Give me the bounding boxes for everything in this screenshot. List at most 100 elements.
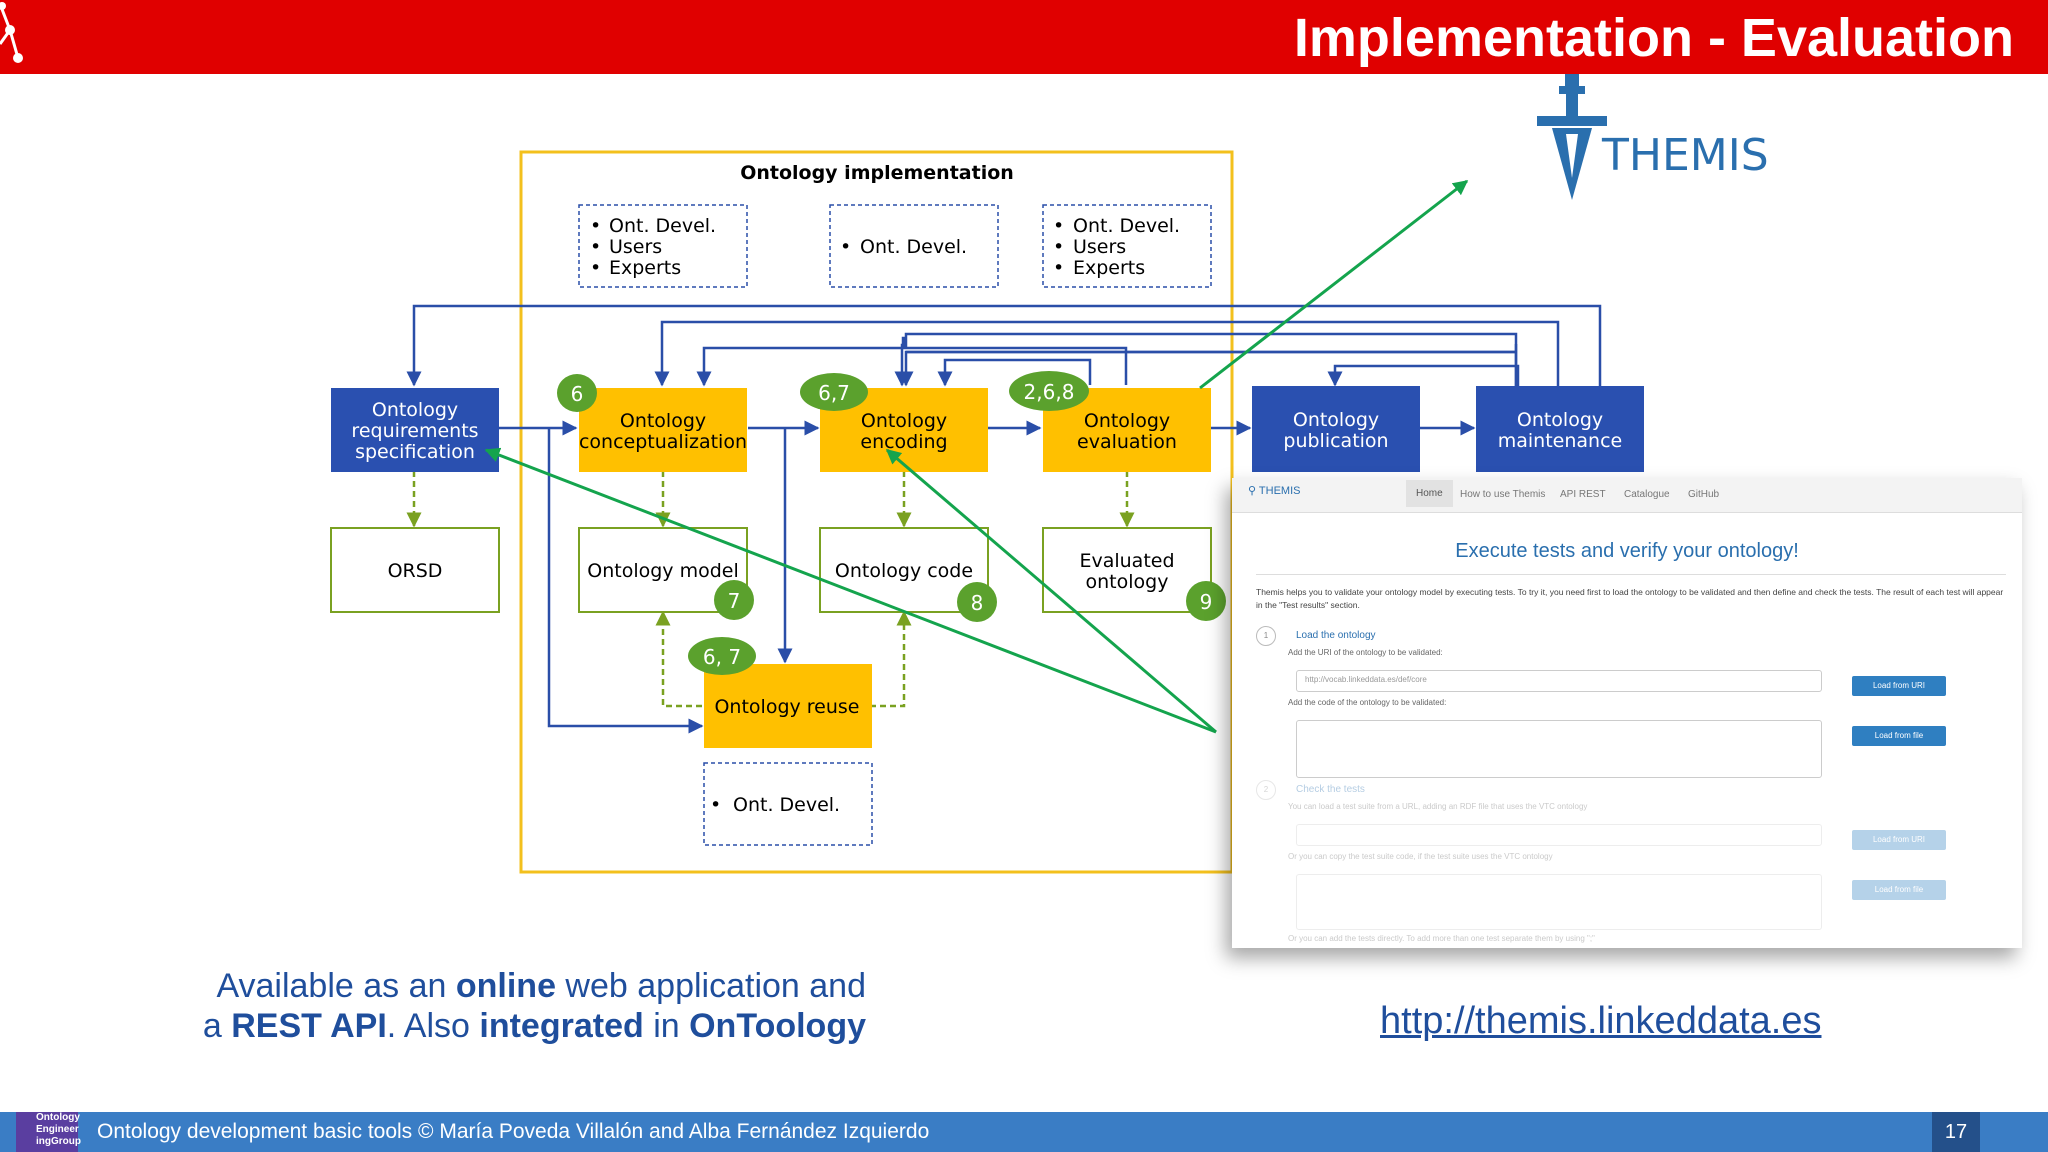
svg-text:•: • xyxy=(590,257,601,279)
screenshot-intro: Themis helps you to validate your ontolo… xyxy=(1256,587,2004,610)
actor-item: Experts xyxy=(1073,257,1145,279)
process-label: Ontology xyxy=(1293,409,1379,431)
screenshot-nav-home[interactable]: Home xyxy=(1406,480,1453,507)
screenshot-logo: ⚲ THEMIS xyxy=(1248,485,1301,497)
text-fragment: Available as an xyxy=(216,967,456,1005)
svg-text:•: • xyxy=(840,236,851,258)
screenshot-logo-text: THEMIS xyxy=(1258,485,1301,497)
process-label: evaluation xyxy=(1077,431,1177,453)
badge-label: 6, 7 xyxy=(703,645,741,669)
process-label: Ontology xyxy=(372,399,458,421)
screenshot-nav-github[interactable]: GitHub xyxy=(1688,489,1720,500)
actor-box-1 xyxy=(578,204,748,288)
product-orsd: ORSD xyxy=(330,527,500,613)
process-publication: Ontology publication xyxy=(1252,386,1420,472)
themis-url-link[interactable]: http://themis.linkeddata.es xyxy=(1380,1000,1822,1042)
badge-label: 6 xyxy=(571,382,584,406)
badge-label: 9 xyxy=(1200,590,1213,614)
process-label: publication xyxy=(1283,430,1388,452)
tests-load-from-uri-button[interactable]: Load from URI xyxy=(1852,830,1946,850)
badge-code xyxy=(957,582,997,622)
screenshot-nav-how-to[interactable]: How to use Themis xyxy=(1460,489,1546,500)
badge-evaluated xyxy=(1186,581,1226,621)
actor-item: Experts xyxy=(609,257,681,279)
process-label: Ontology xyxy=(1517,409,1603,431)
svg-text:•: • xyxy=(590,236,601,258)
themis-logo-text: THEMIS xyxy=(1601,130,1769,181)
process-label: encoding xyxy=(860,431,947,453)
badge-encoding xyxy=(800,373,868,411)
step1-circle: 1 xyxy=(1256,626,1276,646)
actor-list-3: •Ont. Devel. •Users •Experts xyxy=(1053,215,1180,279)
themis-pointer-arrows xyxy=(484,179,1469,734)
container-title: Ontology implementation xyxy=(740,162,1014,184)
ontology-code-textarea[interactable] xyxy=(1296,720,1822,778)
process-label: Ontology xyxy=(1084,410,1170,432)
actor-item: Ont. Devel. xyxy=(860,236,967,258)
themis-logo: THEMIS xyxy=(1537,74,1769,200)
svg-text:•: • xyxy=(590,215,601,237)
logo-line: Engineer xyxy=(36,1124,79,1135)
process-maintenance: Ontology maintenance xyxy=(1476,386,1644,472)
actor-item: Ont. Devel. xyxy=(609,215,716,237)
logo-line: Ontology xyxy=(36,1112,80,1123)
logo-line: ingGroup xyxy=(36,1136,81,1147)
actor-list-4: •Ont. Devel. xyxy=(710,794,840,816)
actor-list-2: • Ont. Devel. xyxy=(840,236,967,258)
text-fragment-bold: online xyxy=(455,967,556,1005)
screenshot-nav-catalogue[interactable]: Catalogue xyxy=(1624,489,1670,500)
process-label: conceptualization xyxy=(579,431,747,453)
ontology-uri-input[interactable]: http://vocab.linkeddata.es/def/core xyxy=(1296,670,1822,692)
step2-title: Check the tests xyxy=(1296,784,1365,795)
badge-reuse xyxy=(688,637,756,675)
text-fragment: web application and xyxy=(555,967,866,1005)
product-label: ORSD xyxy=(388,560,443,582)
badge-label: 7 xyxy=(728,589,741,613)
footer-text: Ontology development basic tools © María… xyxy=(97,1120,930,1143)
step1-title: Load the ontology xyxy=(1296,630,1376,641)
actor-box-4 xyxy=(703,762,873,846)
page-number: 17 xyxy=(1932,1112,1980,1152)
step2-hint-url: You can load a test suite from a URL, ad… xyxy=(1288,802,1588,811)
badge-label: 6,7 xyxy=(818,381,850,405)
product-label: ontology xyxy=(1086,571,1169,593)
text-fragment-bold: REST API xyxy=(231,1007,387,1045)
svg-text:•: • xyxy=(1053,215,1064,237)
process-label: Ontology reuse xyxy=(714,696,859,718)
process-label: maintenance xyxy=(1498,430,1622,452)
availability-line-2: a REST API. Also integrated in OnToology xyxy=(160,1006,866,1046)
header-bar: Implementation - Evaluation xyxy=(0,0,2048,74)
screenshot-nav-api[interactable]: API REST xyxy=(1560,489,1606,500)
process-reuse: Ontology reuse xyxy=(704,664,872,748)
step2-circle: 2 xyxy=(1256,780,1276,800)
badge-evaluation xyxy=(1009,371,1089,411)
load-from-file-button[interactable]: Load from file xyxy=(1852,726,1946,746)
text-fragment-bold: integrated xyxy=(479,1007,644,1045)
step1-hint-code: Add the code of the ontology to be valid… xyxy=(1288,698,1447,707)
feedback-arrows xyxy=(406,304,1602,387)
step2-hint-add: Or you can add the tests directly. To ad… xyxy=(1288,934,1595,943)
tests-load-from-file-button[interactable]: Load from file xyxy=(1852,880,1946,900)
svg-text:•: • xyxy=(1053,236,1064,258)
text-fragment-bold: OnToology xyxy=(689,1007,866,1045)
slide-title: Implementation - Evaluation xyxy=(1293,8,2014,68)
load-from-uri-button[interactable]: Load from URI xyxy=(1852,676,1946,696)
product-evaluated: Evaluated ontology xyxy=(1042,527,1212,613)
availability-line-1: Available as an online web application a… xyxy=(160,966,866,1006)
text-fragment: in xyxy=(643,1007,690,1045)
step1-hint-uri: Add the URI of the ontology to be valida… xyxy=(1288,648,1443,657)
product-label: Ontology code xyxy=(835,560,973,582)
process-label: requirements xyxy=(351,420,478,442)
screenshot-divider xyxy=(1256,574,2006,575)
oeg-logo: Ontology Engineer ingGroup xyxy=(16,1112,81,1152)
process-conceptualization: Ontology conceptualization xyxy=(579,388,747,472)
actor-item: Ont. Devel. xyxy=(1073,215,1180,237)
test-suite-textarea[interactable] xyxy=(1296,874,1822,930)
text-fragment: a xyxy=(202,1007,232,1045)
actor-item: Ont. Devel. xyxy=(733,794,840,816)
process-label: Ontology xyxy=(620,410,706,432)
actor-box-2 xyxy=(829,204,999,288)
process-req: Ontology requirements specification xyxy=(331,388,499,472)
test-suite-url-input[interactable] xyxy=(1296,824,1822,846)
